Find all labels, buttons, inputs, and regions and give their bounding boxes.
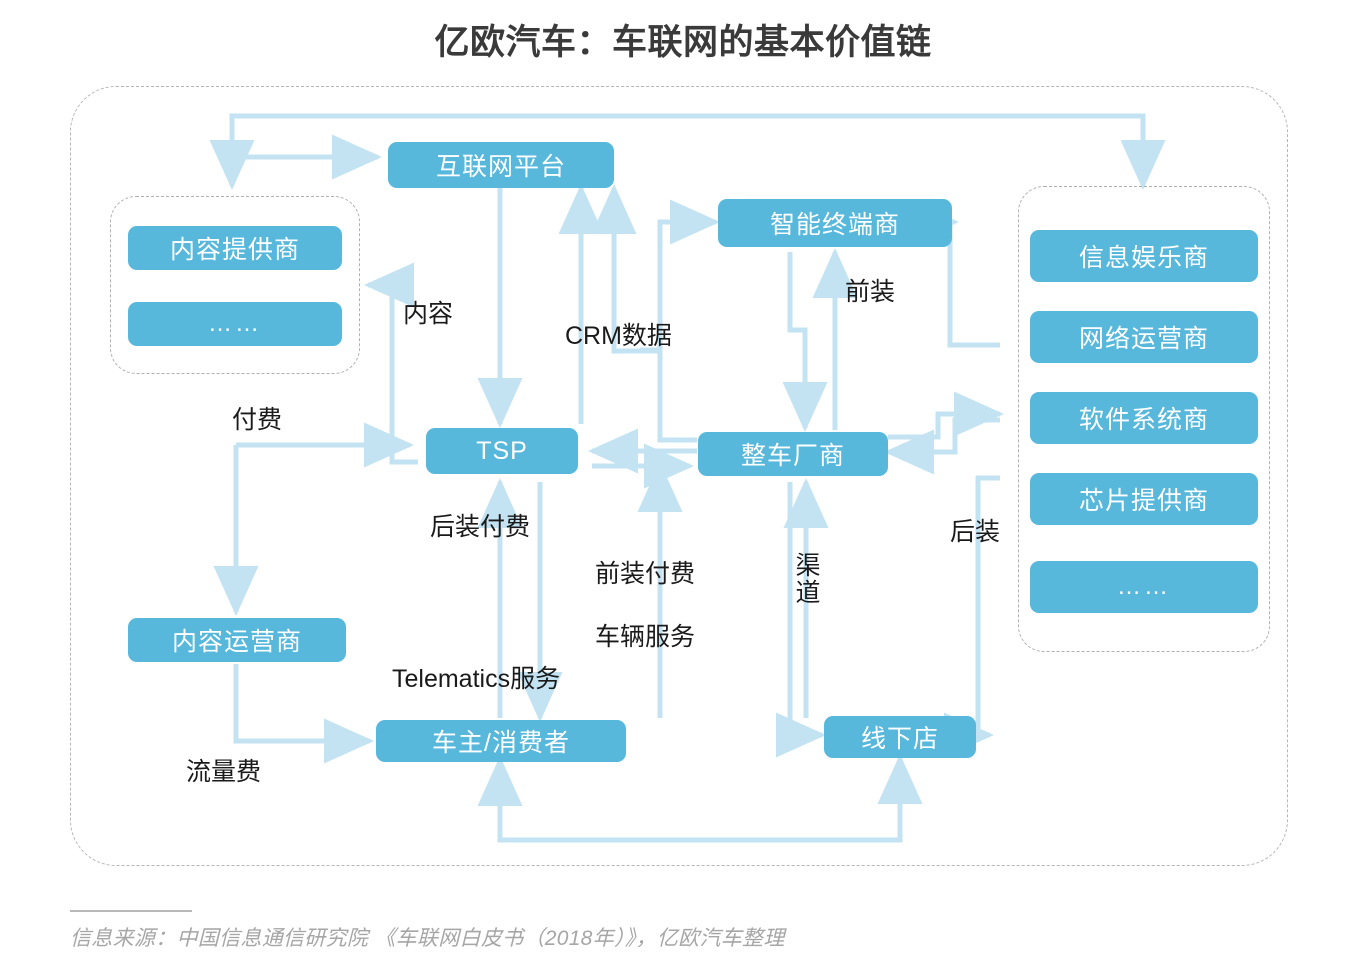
edge-label-pay: 付费 <box>232 406 283 434</box>
content-provider-group <box>110 196 360 374</box>
edge-platform-to-suppliergroup <box>500 113 1166 191</box>
node-tsp[interactable]: TSP <box>426 428 578 474</box>
page-title: 亿欧汽车：车联网的基本价值链 <box>434 23 932 62</box>
node-chip-provider[interactable]: 芯片提供商 <box>1030 473 1258 525</box>
node-content-provider-more[interactable]: …… <box>128 302 342 346</box>
edge-label-crm-data: CRM数据 <box>565 322 672 350</box>
node-smart-terminal[interactable]: 智能终端商 <box>718 199 952 247</box>
node-network-operator[interactable]: 网络运营商 <box>1030 311 1258 363</box>
node-infotainment[interactable]: 信息娱乐商 <box>1030 230 1258 282</box>
edge-suppliers-to-offlinestore <box>944 475 1000 758</box>
edge-oem-to-suppliers <box>888 391 1005 440</box>
edge-label-traffic-fee: 流量费 <box>186 758 262 786</box>
node-software-system[interactable]: 软件系统商 <box>1030 392 1258 444</box>
source-note: 信息来源：中国信息通信研究院 《车联网白皮书（2018年）》，亿欧汽车整理 <box>70 927 785 950</box>
value-chain-container <box>70 86 1288 866</box>
supplier-group <box>1018 186 1270 652</box>
node-content-operator[interactable]: 内容运营商 <box>128 618 346 662</box>
edge-label-pre-install: 前装 <box>845 278 896 306</box>
edge-oem-to-offlinestore-channel <box>776 482 827 758</box>
edge-label-pre-install-pay: 前装付费 <box>595 560 696 588</box>
node-offline-store[interactable]: 线下店 <box>824 716 976 758</box>
node-oem[interactable]: 整车厂商 <box>698 432 888 476</box>
edge-platform-to-contentgroup <box>209 113 500 191</box>
footer-divider <box>70 910 192 912</box>
edge-contentoperator-to-carowner-fee <box>233 664 375 764</box>
edge-suppliers-to-smartterminal <box>909 199 1000 348</box>
edge-label-vehicle-service: 车辆服务 <box>595 623 696 651</box>
node-content-provider[interactable]: 内容提供商 <box>128 226 342 270</box>
edge-label-telematics-service: Telematics服务 <box>392 665 561 693</box>
node-internet-platform[interactable]: 互联网平台 <box>388 142 614 188</box>
node-car-owner[interactable]: 车主/消费者 <box>376 720 626 762</box>
edge-label-after-install: 后装 <box>950 518 1001 546</box>
edge-label-content: 内容 <box>403 300 454 328</box>
node-supplier-more[interactable]: …… <box>1030 561 1258 613</box>
edge-to-smartterminal-left <box>640 199 721 353</box>
edge-smartterminal-to-oem <box>782 252 828 433</box>
edge-label-after-install-pay: 后装付费 <box>430 513 531 541</box>
edge-label-channel: 渠道 <box>792 552 820 606</box>
